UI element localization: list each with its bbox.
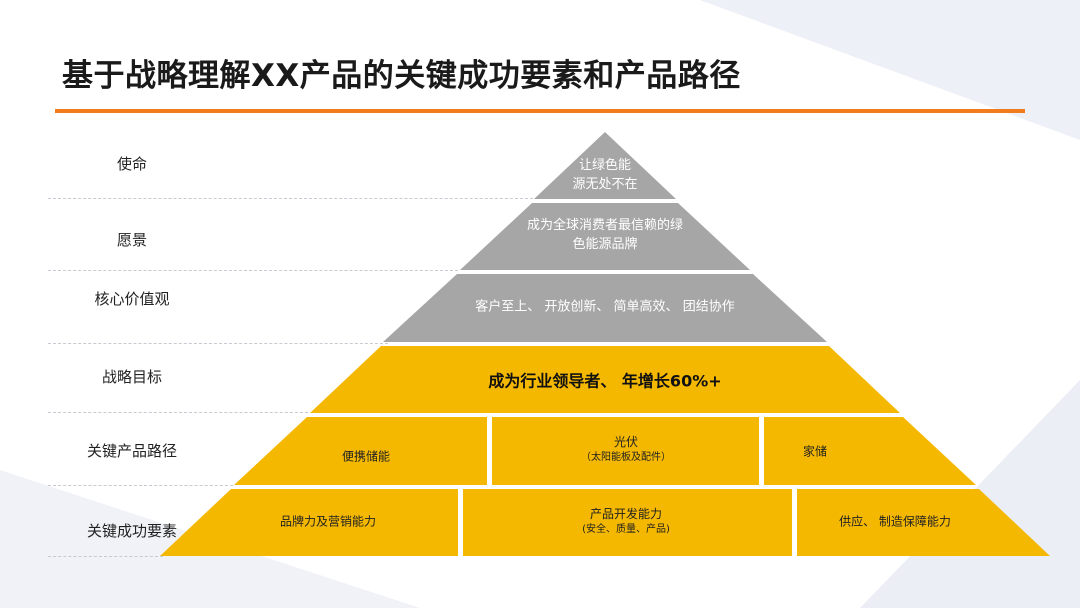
factor-brand-marketing: 品牌力及营销能力 — [280, 513, 376, 530]
vision-line-2: 色能源品牌 — [572, 237, 638, 252]
path-solar: 光伏 （太阳能板及配件） — [581, 434, 671, 466]
tier-divider — [458, 489, 463, 556]
row-label-paths: 关键产品路径 — [86, 442, 177, 460]
tier-divider — [792, 489, 797, 556]
row-separator — [48, 556, 163, 557]
mission-line-2: 源无处不在 — [572, 177, 638, 192]
row-separator — [48, 485, 233, 486]
vision-line-1: 成为全球消费者最信赖的绿 — [526, 218, 684, 234]
row-label-values: 核心价值观 — [94, 290, 170, 308]
pyramid-tier-mission — [534, 132, 676, 199]
values-text: 客户至上、 开放创新、 简单高效、 团结协作 — [475, 299, 735, 315]
row-label-vision: 愿景 — [116, 231, 147, 249]
path-sublabel: （太阳能板及配件） — [581, 452, 671, 464]
pyramid-tier-goal — [310, 346, 900, 413]
path-home-storage: 家储 — [803, 443, 827, 460]
pyramid-tier-paths — [234, 417, 976, 485]
row-separator — [48, 270, 458, 271]
vision-text: 成为全球消费者最信赖的绿 色能源品牌 — [527, 217, 683, 255]
path-label: 光伏 — [613, 435, 638, 450]
title-underline — [55, 109, 1025, 113]
factor-label: 供应、 制造保障能力 — [839, 514, 951, 529]
row-label-factors: 关键成功要素 — [86, 522, 177, 540]
factor-supply-manufacturing: 供应、 制造保障能力 — [839, 513, 951, 530]
factor-sublabel: (安全、质量、产品) — [582, 524, 670, 536]
factor-label: 产品开发能力 — [589, 507, 662, 522]
pyramid-tier-factors — [160, 489, 1050, 556]
row-separator — [48, 412, 308, 413]
page-title: 基于战略理解XX产品的关键成功要素和产品路径 — [62, 58, 741, 94]
pyramid-tier-vision — [460, 203, 750, 270]
row-separator — [48, 198, 538, 199]
tier-divider — [759, 417, 764, 485]
path-portable-storage: 便携储能 — [342, 448, 390, 465]
tier-divider — [487, 417, 492, 485]
mission-text: 让绿色能 源无处不在 — [572, 157, 637, 195]
goal-text: 成为行业领导者、 年增长60%+ — [488, 371, 722, 391]
path-label: 便携储能 — [341, 449, 391, 464]
pyramid-tier-values — [383, 274, 827, 342]
row-separator — [48, 343, 388, 344]
path-label: 家储 — [802, 444, 828, 459]
row-label-mission: 使命 — [116, 155, 147, 173]
mission-line-1: 让绿色能 — [578, 158, 632, 174]
factor-product-development: 产品开发能力 (安全、质量、产品) — [582, 506, 670, 538]
factor-label: 品牌力及营销能力 — [279, 514, 377, 529]
row-label-goal: 战略目标 — [101, 368, 162, 386]
